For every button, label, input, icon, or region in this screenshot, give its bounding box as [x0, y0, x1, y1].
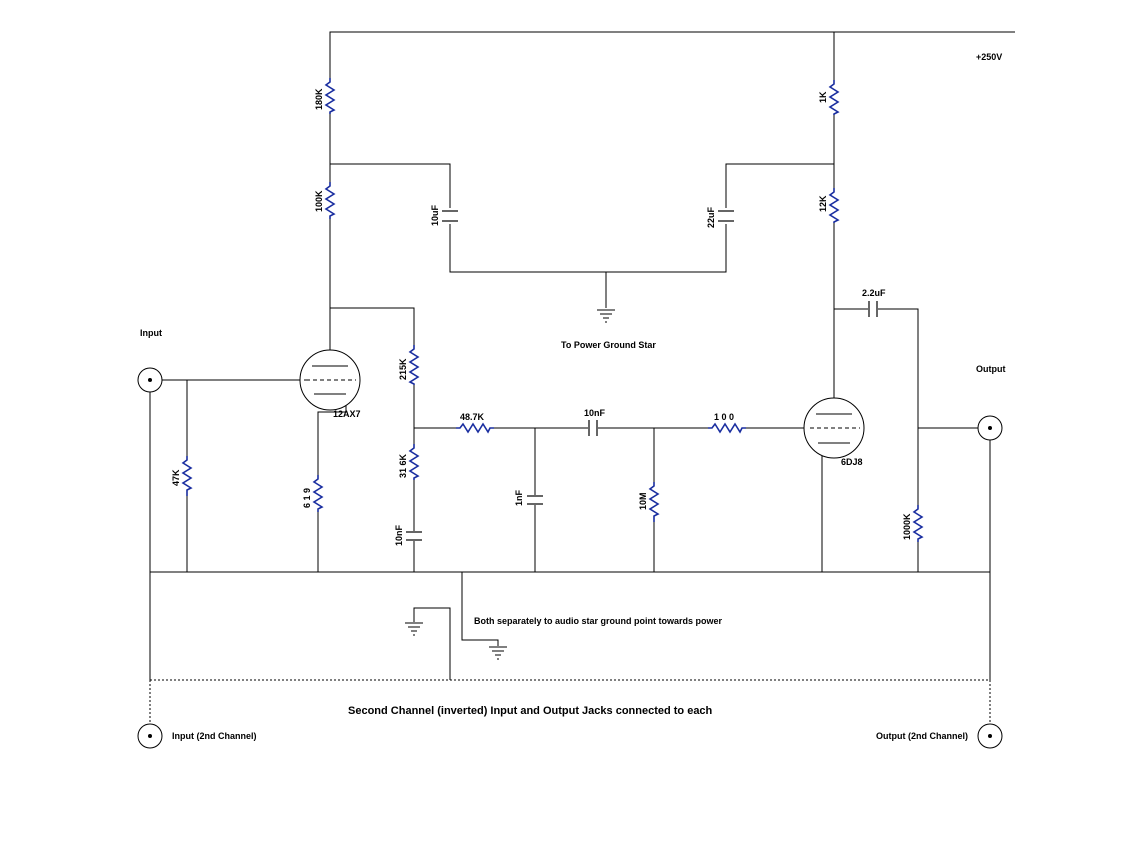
capacitor-1nf	[527, 495, 543, 505]
input-jack-icon	[137, 367, 163, 393]
label-22uf: 22uF	[706, 206, 716, 228]
label-48-7k: 48.7K	[460, 412, 485, 422]
labels: +250V Input Output Input (2nd Channel) O…	[140, 52, 1006, 741]
output-2nd-channel-jack-icon	[977, 723, 1003, 749]
resistor-10m	[648, 482, 660, 522]
resistor-31-6k	[408, 444, 420, 480]
tube-6dj8-icon	[803, 397, 865, 459]
ground-audio-star-icon	[489, 646, 507, 660]
wires	[149, 31, 1015, 724]
resistor-48-7k	[456, 422, 494, 434]
audio-ground-note: Both separately to audio star ground poi…	[474, 616, 723, 626]
resistor-100k	[324, 182, 336, 219]
label-10m: 10M	[638, 492, 648, 510]
resistor-100	[708, 422, 746, 434]
power-ground-note: To Power Ground Star	[561, 340, 656, 350]
label-619: 6 1 9	[302, 488, 312, 508]
output-label: Output	[976, 364, 1006, 374]
capacitors	[406, 210, 878, 541]
ground-power-star-icon	[597, 309, 615, 323]
input-label: Input	[140, 328, 162, 338]
ground-audio-star-icon	[405, 622, 423, 636]
label-2-2uf: 2.2uF	[862, 288, 886, 298]
label-1000k: 1000K	[902, 513, 912, 540]
capacitor-22uf	[718, 210, 734, 222]
tube-12ax7-icon	[299, 349, 361, 411]
capacitor-10uf	[442, 210, 458, 222]
label-10nf-series: 10nF	[584, 408, 606, 418]
tube-12ax7-label: 12AX7	[333, 409, 361, 419]
resistor-47k	[181, 456, 193, 496]
second-channel-note: Second Channel (inverted) Input and Outp…	[348, 705, 713, 717]
resistor-215k	[408, 345, 420, 385]
label-215k: 215K	[398, 358, 408, 380]
resistor-12k	[828, 188, 840, 223]
label-47k: 47K	[171, 469, 181, 486]
resistors	[181, 78, 924, 542]
label-1k: 1K	[818, 91, 828, 103]
label-12k: 12K	[818, 195, 828, 212]
supply-label: +250V	[976, 52, 1002, 62]
input-2nd-channel-jack-icon	[137, 723, 163, 749]
label-100k: 100K	[314, 190, 324, 212]
capacitor-2-2uf	[868, 301, 878, 317]
capacitor-10nf-series	[588, 420, 598, 436]
capacitor-10nf-shunt	[406, 531, 422, 541]
resistor-1k	[828, 80, 840, 115]
label-31-6k: 31 6K	[398, 453, 408, 478]
tube-6dj8-label: 6DJ8	[841, 457, 863, 467]
resistor-619	[312, 475, 324, 512]
label-100: 1 0 0	[714, 412, 734, 422]
resistor-1000k	[912, 505, 924, 542]
label-1nf: 1nF	[514, 489, 524, 506]
output2-label: Output (2nd Channel)	[876, 731, 968, 741]
label-10uf: 10uF	[430, 204, 440, 226]
input2-label: Input (2nd Channel)	[172, 731, 257, 741]
label-10nf-shunt: 10nF	[394, 524, 404, 546]
label-180k: 180K	[314, 88, 324, 110]
resistor-180k	[324, 78, 336, 114]
output-jack-icon	[977, 415, 1003, 441]
